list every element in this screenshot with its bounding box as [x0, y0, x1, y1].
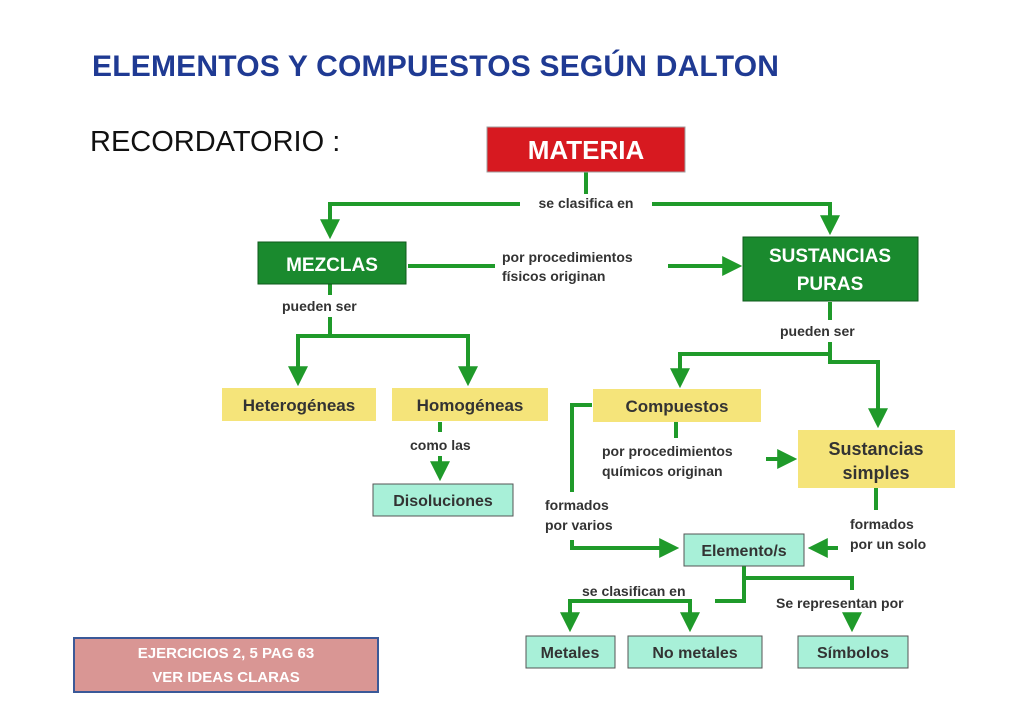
arrow-to-metales: [560, 599, 580, 633]
sustancias-puras-box: [742, 236, 919, 302]
node-elementos: Elemento/s: [683, 533, 805, 567]
node-sustancias-puras: SUSTANCIAS PURAS: [742, 236, 919, 302]
label-por-varios: por varios: [545, 517, 613, 533]
node-mezclas: MEZCLAS: [257, 241, 407, 285]
label-se-clasifican-en: se clasifican en: [582, 583, 686, 599]
simbolos-label: Símbolos: [817, 645, 889, 662]
line-elementos-representan: [744, 576, 854, 590]
sustancias-puras-label-2: PURAS: [797, 274, 864, 295]
label-formados-un-solo: formados: [850, 516, 914, 532]
label-se-representan-por: Se representan por: [776, 595, 904, 611]
arrow-to-compuestos: [670, 352, 830, 389]
exercise-line-1: EJERCICIOS 2, 5 PAG 63: [137, 645, 315, 662]
slide-subtitle: RECORDATORIO :: [90, 126, 341, 158]
node-materia: MATERIA: [486, 126, 686, 173]
simbolos-box: [797, 635, 909, 669]
homogeneas-box: [392, 388, 548, 421]
disoluciones-box: [372, 483, 514, 517]
heterogeneas-label: Heterogéneas: [243, 396, 355, 415]
materia-label: MATERIA: [528, 135, 645, 165]
label-como-las: como las: [410, 437, 471, 453]
node-simbolos: Símbolos: [797, 635, 909, 669]
arrow-to-homogeneas: [330, 334, 478, 387]
label-pueden-ser-puras: pueden ser: [780, 323, 855, 339]
label-formados-varios: formados: [545, 497, 609, 513]
heterogeneas-box: [222, 388, 376, 421]
label-se-clasifica-en: se clasifica en: [539, 195, 634, 211]
homogeneas-label: Homogéneas: [417, 396, 524, 415]
node-homogeneas: Homogéneas: [392, 388, 548, 421]
mezclas-label: MEZCLAS: [286, 255, 378, 276]
arrow-to-no-metales: [570, 599, 700, 633]
sustancias-puras-label-1: SUSTANCIAS: [769, 246, 891, 267]
sustancias-simples-box: [798, 430, 955, 488]
label-por-un-solo: por un solo: [850, 536, 926, 552]
node-heterogeneas: Heterogéneas: [222, 388, 376, 421]
line-elementos-clasifican: [715, 578, 746, 603]
arrow-to-heterogeneas: [288, 334, 330, 387]
no-metales-box: [627, 635, 763, 669]
connector-lines: [288, 172, 888, 633]
materia-box: [486, 126, 686, 173]
arrow-to-mezclas: [320, 202, 520, 240]
sustancias-simples-label-1: Sustancias: [828, 439, 923, 459]
label-quimicos-originan: químicos originan: [602, 463, 723, 479]
exercise-line-2: VER IDEAS CLARAS: [152, 669, 300, 686]
label-fisicos-originan: físicos originan: [502, 268, 605, 284]
label-pueden-ser-mezclas: pueden ser: [282, 298, 357, 314]
connector-labels: se clasifica en por procedimientos físic…: [282, 195, 926, 611]
mezclas-box: [257, 241, 407, 285]
arrow-to-sustancias-simples: [828, 354, 888, 429]
node-compuestos: Compuestos: [593, 389, 761, 422]
exercise-box: EJERCICIOS 2, 5 PAG 63 VER IDEAS CLARAS: [73, 637, 379, 693]
node-sustancias-simples: Sustancias simples: [798, 430, 955, 488]
elementos-box: [683, 533, 805, 567]
compuestos-box: [593, 389, 761, 422]
metales-box: [525, 635, 616, 669]
elementos-label: Elemento/s: [701, 543, 786, 560]
node-disoluciones: Disoluciones: [372, 483, 514, 517]
node-metales: Metales: [525, 635, 616, 669]
label-por-procedimientos-fisicos: por procedimientos: [502, 249, 633, 265]
arrow-varios-to-elementos: [570, 538, 680, 558]
label-por-procedimientos-quimicos: por procedimientos: [602, 443, 733, 459]
node-no-metales: No metales: [627, 635, 763, 669]
no-metales-label: No metales: [652, 645, 737, 662]
disoluciones-label: Disoluciones: [393, 493, 493, 510]
metales-label: Metales: [541, 645, 600, 662]
sustancias-simples-label-2: simples: [842, 463, 909, 483]
slide-title: ELEMENTOS Y COMPUESTOS SEGÚN DALTON: [92, 50, 780, 83]
arrow-to-sustancias-puras: [652, 202, 840, 236]
compuestos-label: Compuestos: [626, 397, 729, 416]
compuestos-left-line: [570, 403, 592, 492]
